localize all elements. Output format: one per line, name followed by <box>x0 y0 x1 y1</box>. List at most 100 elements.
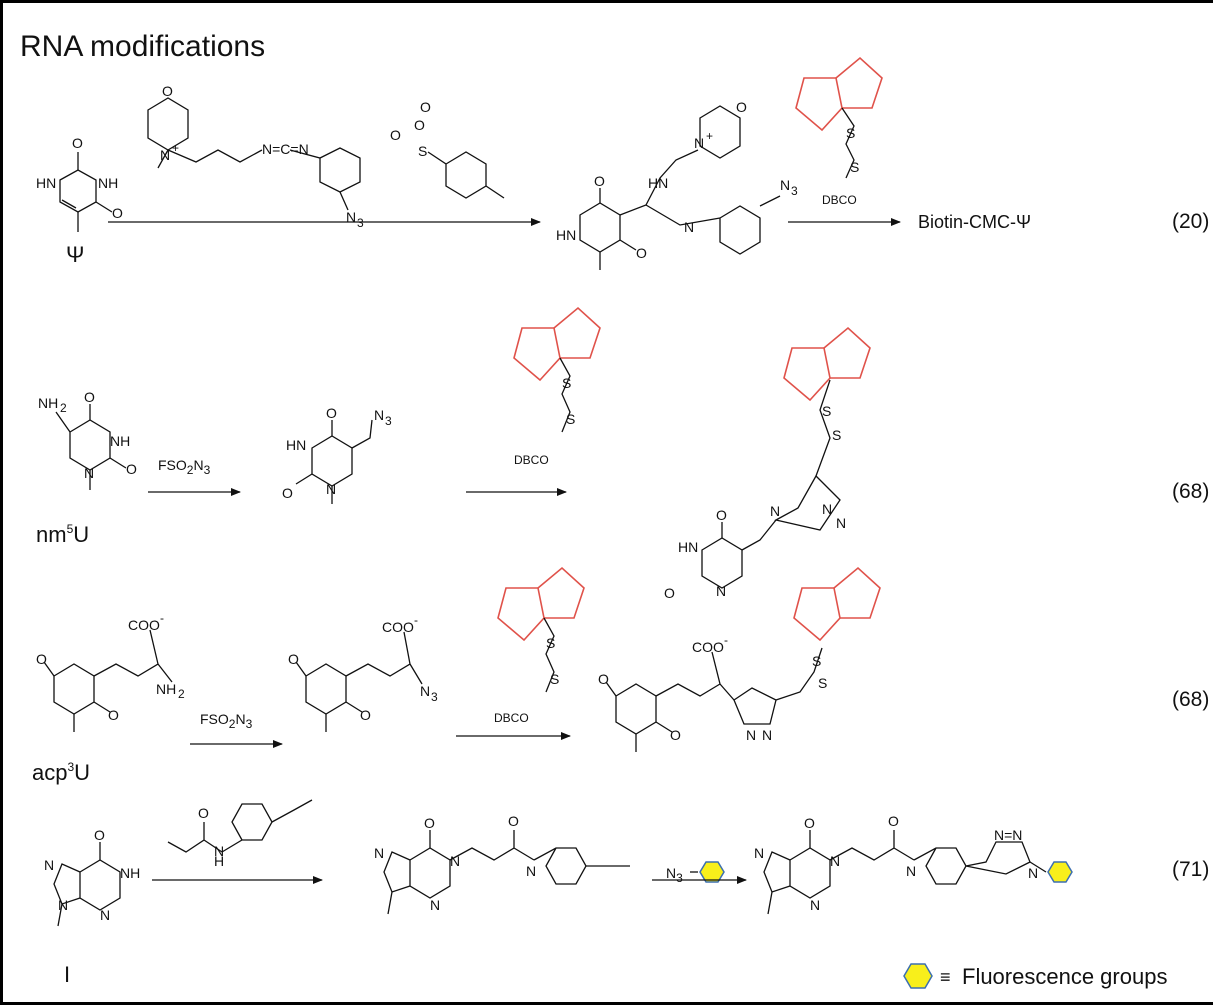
svg-text:O: O <box>598 671 609 687</box>
acp3u-structure: O COO - NH 2 O <box>36 611 185 732</box>
inosine-structure: O N NH N N <box>44 827 140 927</box>
svg-text:N: N <box>44 857 54 873</box>
cmc-psi-adduct: O HN O HN N N + O N 3 <box>556 99 798 270</box>
svg-text:N=C=N: N=C=N <box>262 141 309 157</box>
svg-text:N: N <box>780 177 790 193</box>
biotin-dbco-reagent-2: S S <box>513 307 601 433</box>
fso2n3-label-1: FSO2N3 <box>158 457 211 477</box>
svg-text:-: - <box>724 633 728 647</box>
svg-text:S: S <box>822 403 831 419</box>
svg-text:HN: HN <box>36 175 56 191</box>
azido-acp3u: O COO - N 3 O <box>288 613 438 732</box>
svg-text:O: O <box>594 173 605 189</box>
product-biotin-cmc-psi: Biotin-CMC-Ψ <box>918 212 1031 232</box>
azido-nm5u: O HN N 3 O N <box>282 405 392 504</box>
svg-text:O: O <box>716 507 727 523</box>
label-nm5u: nm5U <box>36 522 89 547</box>
svg-text:N: N <box>326 481 336 497</box>
svg-text:S: S <box>566 411 575 427</box>
svg-text:N: N <box>84 465 94 481</box>
svg-text:N: N <box>214 843 224 859</box>
svg-text:O: O <box>198 805 209 821</box>
svg-text:HN: HN <box>286 437 306 453</box>
row-acp3u: O COO - NH 2 O acp3U FSO2N3 O COO - N 3 … <box>32 567 1209 785</box>
legend: ≡ Fluorescence groups <box>903 963 1167 989</box>
svg-text:O: O <box>508 813 519 829</box>
svg-text:N: N <box>746 727 756 743</box>
svg-text:3: 3 <box>791 184 798 198</box>
fluorophore-icon <box>699 861 725 883</box>
svg-text:O: O <box>360 707 371 723</box>
svg-text:N: N <box>420 683 430 699</box>
ref-row-2: (68) <box>1172 480 1209 503</box>
svg-text:O: O <box>288 651 299 667</box>
svg-text:N: N <box>830 853 840 869</box>
label-acp3u: acp3U <box>32 760 90 785</box>
dbco-label-2: DBCO <box>514 453 549 467</box>
svg-text:+: + <box>706 129 713 143</box>
svg-text:N: N <box>770 503 780 519</box>
triazole-product-inosine: O N N N O N N=N N <box>754 813 1073 915</box>
label-inosine: I <box>64 962 70 987</box>
svg-text:N: N <box>694 135 704 151</box>
svg-text:N: N <box>100 907 110 923</box>
svg-text:O: O <box>126 461 137 477</box>
svg-text:+: + <box>172 141 179 155</box>
figure-title: RNA modifications <box>20 30 265 63</box>
svg-text:3: 3 <box>357 216 364 230</box>
svg-text:O: O <box>736 99 747 115</box>
svg-text:O: O <box>390 127 401 143</box>
legend-equiv-symbol: ≡ <box>940 967 951 987</box>
svg-text:FSO2N3: FSO2N3 <box>200 711 253 731</box>
svg-text:O: O <box>84 389 95 405</box>
svg-text:N: N <box>762 727 772 743</box>
svg-text:HN: HN <box>556 227 576 243</box>
svg-text:S: S <box>832 427 841 443</box>
svg-text:S: S <box>550 671 559 687</box>
svg-text:-: - <box>160 611 164 625</box>
svg-text:FSO2N3: FSO2N3 <box>158 457 211 477</box>
svg-text:NH: NH <box>120 865 140 881</box>
dbco-label-1: DBCO <box>822 193 857 207</box>
svg-text:3: 3 <box>385 414 392 428</box>
label-psi: Ψ <box>66 242 84 267</box>
ref-row-3: (68) <box>1172 688 1209 711</box>
svg-text:S: S <box>850 159 859 175</box>
svg-text:N: N <box>526 863 536 879</box>
acrylamide-reagent: O H N <box>167 799 313 869</box>
svg-text:O: O <box>664 585 675 601</box>
svg-text:acp3U: acp3U <box>32 760 90 785</box>
svg-text:COO: COO <box>128 617 160 633</box>
svg-text:N: N <box>684 219 694 235</box>
fluorophore-icon-product <box>1047 861 1073 883</box>
svg-text:N: N <box>374 845 384 861</box>
svg-text:HN: HN <box>648 175 668 191</box>
svg-text:2: 2 <box>60 401 67 415</box>
svg-text:COO: COO <box>692 639 724 655</box>
svg-text:N: N <box>430 897 440 913</box>
triazole-product-acp3u: O COO - O N N S S <box>598 633 827 752</box>
svg-text:N: N <box>810 897 820 913</box>
nm5u-structure: NH 2 O NH O N <box>38 389 137 490</box>
svg-text:S: S <box>562 375 571 391</box>
svg-text:N: N <box>836 515 846 531</box>
svg-text:O: O <box>162 83 173 99</box>
ref-row-4: (71) <box>1172 858 1209 881</box>
triazole-product-nm5u: O HN O N N N N S S <box>664 379 846 601</box>
biotin-dbco-reagent-3: S S <box>497 567 585 693</box>
svg-text:nm5U: nm5U <box>36 522 89 547</box>
svg-text:N: N <box>160 147 170 163</box>
dbco-label-3: DBCO <box>494 711 529 725</box>
svg-text:O: O <box>414 117 425 133</box>
biotin-product-acp3u <box>793 567 881 641</box>
svg-text:NH: NH <box>156 681 176 697</box>
svg-text:NH: NH <box>98 175 118 191</box>
svg-text:N: N <box>450 853 460 869</box>
svg-text:N: N <box>346 209 356 225</box>
fso2n3-label-2: FSO2N3 <box>200 711 253 731</box>
svg-text:H: H <box>214 853 224 869</box>
svg-text:COO: COO <box>382 619 414 635</box>
azide-fluorophore-reagent: N3 <box>666 861 725 885</box>
svg-text:O: O <box>888 813 899 829</box>
